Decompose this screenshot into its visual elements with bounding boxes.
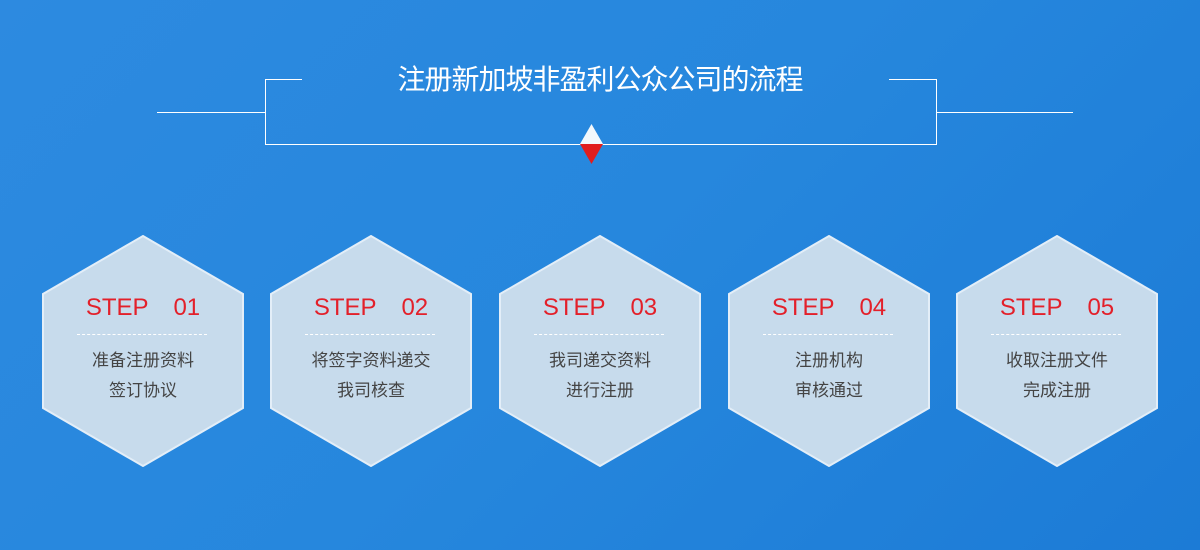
step-card: STEP 03 我司递交资料 进行注册	[499, 235, 701, 467]
step-line-2: 审核通过	[795, 381, 863, 401]
divider	[991, 334, 1121, 335]
step-line-1: 准备注册资料	[92, 351, 194, 371]
step-label: STEP 05	[999, 294, 1115, 321]
step-card: STEP 01 准备注册资料 签订协议	[42, 235, 244, 467]
step-line-1: 将签字资料递交	[311, 351, 431, 371]
step-line-1: 注册机构	[795, 351, 863, 371]
step-card: STEP 04 注册机构 审核通过	[728, 235, 930, 467]
divider	[763, 334, 893, 335]
step-label: STEP 02	[313, 294, 429, 321]
step-line-2: 签订协议	[109, 381, 177, 401]
divider	[305, 334, 435, 335]
hexagon-shape	[270, 235, 472, 467]
step-label: STEP 01	[85, 294, 201, 321]
diamond-marker-icon	[580, 124, 603, 164]
page-title: 注册新加坡非盈利公众公司的流程	[397, 63, 803, 96]
hexagon-shape	[499, 235, 701, 467]
step-label: STEP 03	[542, 294, 658, 321]
step-label: STEP 04	[771, 294, 887, 321]
divider	[534, 334, 664, 335]
step-line-2: 完成注册	[1023, 381, 1091, 401]
hexagon-shape	[42, 235, 244, 467]
hexagon-shape	[956, 235, 1158, 467]
step-line-2: 进行注册	[566, 381, 634, 401]
step-card: STEP 02 将签字资料递交 我司核查	[270, 235, 472, 467]
step-line-1: 我司递交资料	[549, 351, 651, 371]
step-line-1: 收取注册文件	[1006, 351, 1108, 371]
step-line-2: 我司核查	[337, 381, 405, 401]
step-card: STEP 05 收取注册文件 完成注册	[956, 235, 1158, 467]
divider	[77, 334, 207, 335]
hexagon-shape	[728, 235, 930, 467]
